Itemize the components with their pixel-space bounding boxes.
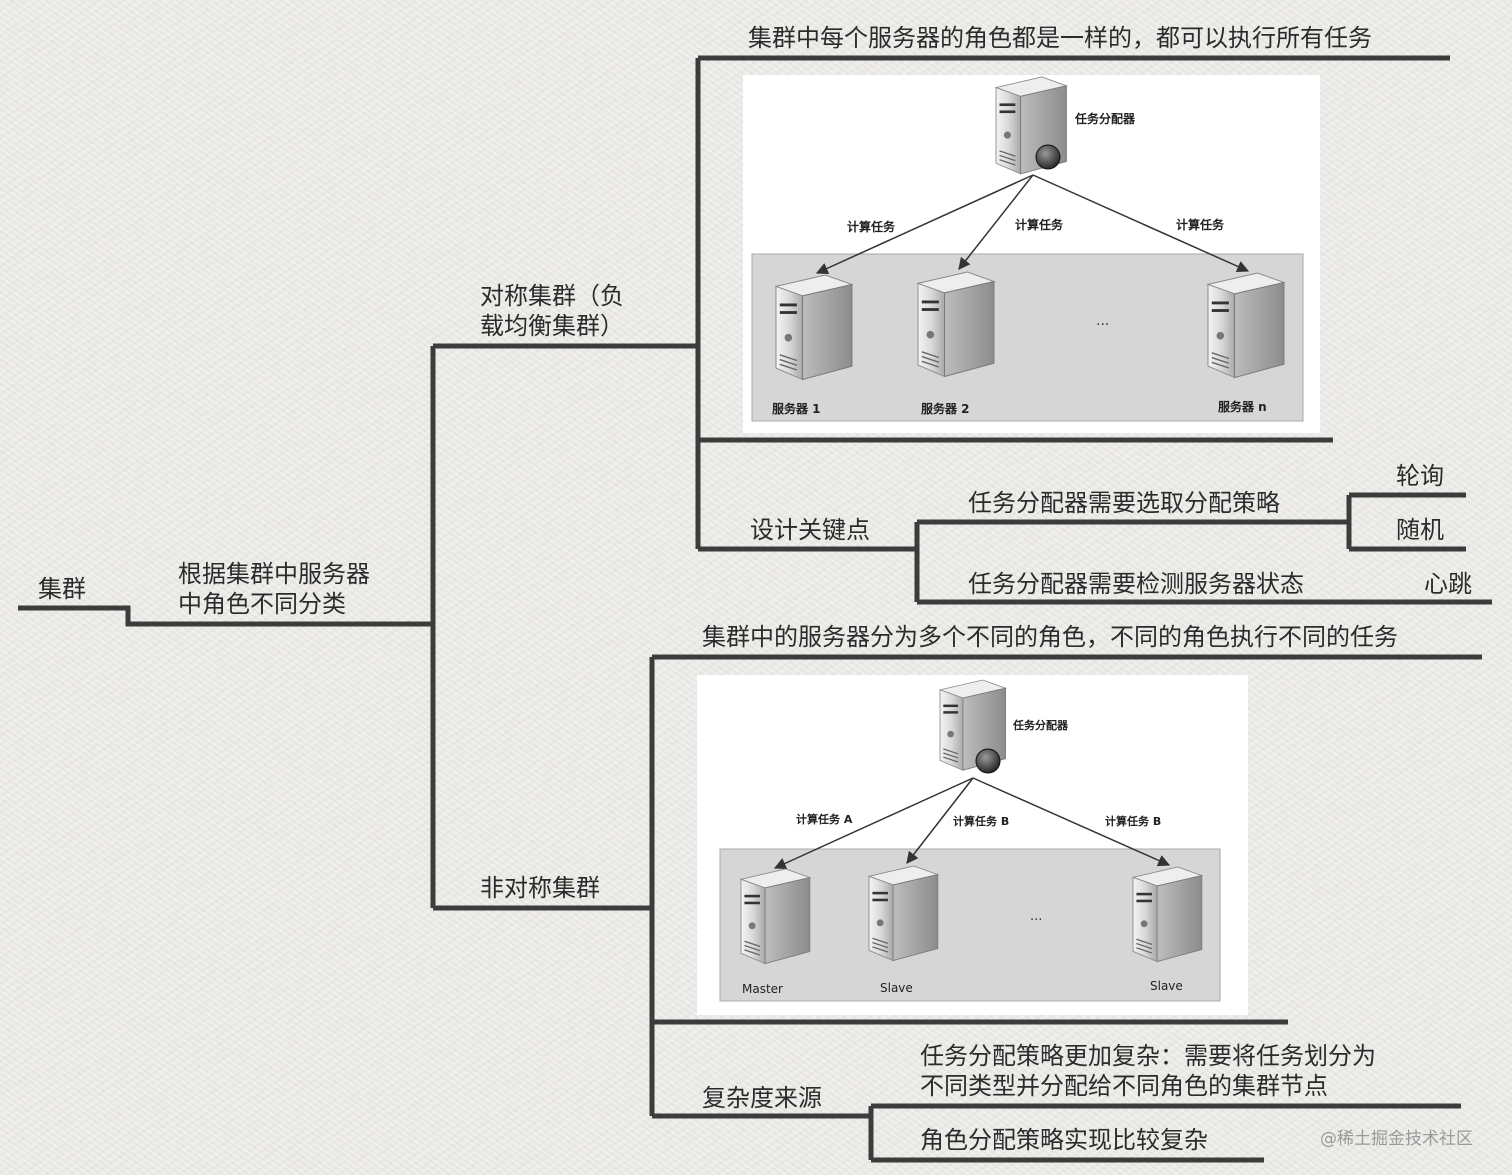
- classification-node: 根据集群中服务器 中角色不同分类: [178, 560, 370, 618]
- server-label-slave-1: Slave: [880, 981, 913, 995]
- slave-server-icon-1: [868, 865, 939, 962]
- server-label-n: 服务器 n: [1218, 399, 1267, 414]
- key-points-node: 设计关键点: [750, 516, 870, 544]
- asymmetric-description: 集群中的服务器分为多个不同的角色，不同的角色执行不同的任务: [702, 623, 1398, 651]
- server-label-2: 服务器 2: [921, 401, 970, 416]
- dispatcher-label: 任务分配器: [1012, 718, 1069, 732]
- key-point-health-check: 任务分配器需要检测服务器状态: [968, 570, 1304, 598]
- task-arrow-1: [815, 174, 1034, 275]
- complexity-node: 复杂度来源: [702, 1084, 822, 1112]
- task-arrow-b1: [906, 777, 974, 864]
- globe-icon: [975, 748, 1001, 774]
- server-label-slave-2: Slave: [1150, 979, 1183, 993]
- complexity-strategy: 任务分配策略更加复杂：需要将任务划分为 不同类型并分配给不同角色的集群节点: [920, 1042, 1376, 1100]
- slave-server-icon-2: [1132, 866, 1203, 963]
- task-label-b1: 计算任务 B: [953, 814, 1009, 828]
- root-node: 集群: [38, 575, 86, 603]
- ellipsis: ...: [1096, 313, 1109, 329]
- symmetric-cluster-diagram: 任务分配器 计算任务 计算任务 计算任务 ... 服务器 1 服务器 2 服务器…: [743, 75, 1320, 433]
- server-label-master: Master: [742, 982, 783, 996]
- task-label-a: 计算任务 A: [796, 812, 853, 826]
- task-label-1: 计算任务: [847, 219, 896, 234]
- task-arrow-a: [773, 777, 974, 869]
- task-arrow-2: [958, 174, 1034, 270]
- symmetric-description: 集群中每个服务器的角色都是一样的，都可以执行所有任务: [748, 24, 1372, 52]
- server-icon-2: [917, 271, 995, 378]
- health-heartbeat: 心跳: [1424, 570, 1472, 598]
- task-arrow-3: [1032, 174, 1250, 273]
- task-label-2: 计算任务: [1015, 217, 1064, 232]
- ellipsis: ...: [1030, 909, 1042, 924]
- asymmetric-cluster-node: 非对称集群: [480, 874, 600, 902]
- task-label-b2: 计算任务 B: [1105, 814, 1161, 828]
- server-icon-1: [775, 274, 853, 381]
- server-icon-n: [1207, 272, 1285, 379]
- task-arrow-b2: [972, 777, 1171, 867]
- dispatcher-label: 任务分配器: [1074, 111, 1136, 126]
- strategy-round-robin: 轮询: [1396, 462, 1444, 490]
- asymmetric-cluster-diagram: 任务分配器 计算任务 A 计算任务 B 计算任务 B ... Master Sl…: [697, 675, 1248, 1015]
- watermark: @稀土掘金技术社区: [1320, 1129, 1473, 1149]
- strategy-random: 随机: [1396, 516, 1444, 544]
- edge-root: [18, 605, 433, 627]
- key-point-strategy: 任务分配器需要选取分配策略: [968, 489, 1280, 517]
- symmetric-cluster-node: 对称集群（负 载均衡集群）: [480, 282, 624, 340]
- server-label-1: 服务器 1: [772, 401, 821, 416]
- task-label-3: 计算任务: [1176, 217, 1225, 232]
- complexity-roles: 角色分配策略实现比较复杂: [920, 1126, 1208, 1154]
- master-server-icon: [740, 868, 811, 965]
- globe-icon: [1035, 144, 1061, 170]
